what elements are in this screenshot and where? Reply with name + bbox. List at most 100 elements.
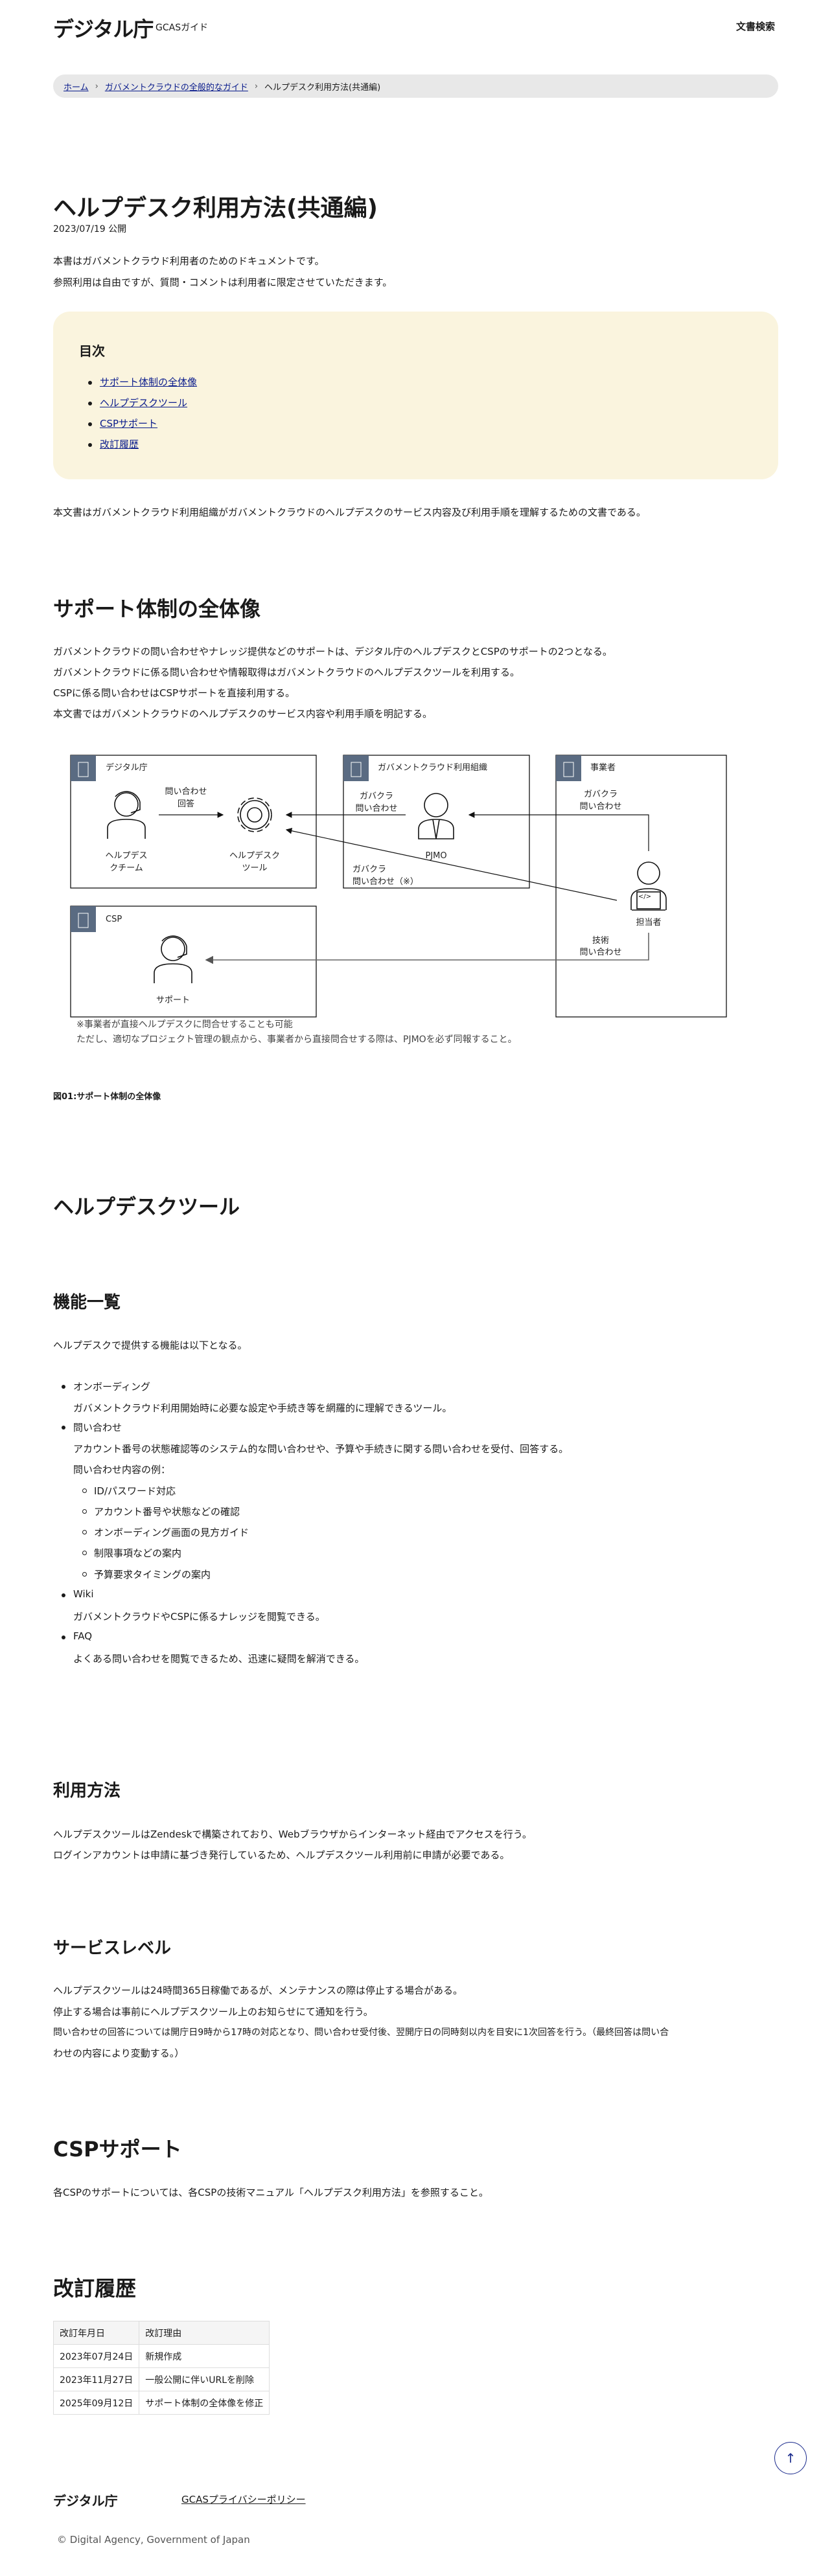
breadcrumb-home[interactable]: ホーム [64,82,89,93]
box-label-csp: CSP [106,915,122,924]
subheading-sla: サービスレベル [53,1939,172,1958]
svg-text:サポート: サポート [156,996,190,1005]
toc-link-csp[interactable]: CSPサポート [100,418,158,429]
svg-text:問い合わせ: 問い合わせ [579,802,621,812]
headset-person-icon [107,791,146,839]
building-icon [71,755,581,932]
example-item: ID/パスワード対応 [94,1485,176,1497]
support-para: ガバメントクラウドの問い合わせやナレッジ提供などのサポートは、デジタル庁のヘルプ… [53,646,612,657]
logo-subtitle: GCASガイド [156,23,209,33]
toc-title: 目次 [79,343,105,359]
table-row: 2025年09月12日サポート体制の全体像を修正 [52,2391,270,2415]
arrow-up-icon: ↑ [785,2450,796,2466]
toc-link-tool[interactable]: ヘルプデスクツール [100,397,188,409]
svg-text:ガバクラ: ガバクラ [584,790,618,799]
box-label-gc: ガバメントクラウド利用組織 [378,763,487,773]
svg-text:問い合わせ: 問い合わせ [579,948,621,957]
svg-text:問い合わせ（※）: 問い合わせ（※） [352,877,419,887]
svg-text:ツール: ツール [242,863,267,873]
box-label-vendor: 事業者 [590,762,616,773]
toc-link-history[interactable]: 改訂履歴 [100,439,139,450]
feature-desc: ガバメントクラウド利用開始時に必要な設定や手続き等を網羅的に理解できるツール。 [73,1402,452,1414]
breadcrumb-parent[interactable]: ガバメントクラウドの全般的なガイド [104,82,248,93]
gc-org-box [343,755,530,889]
svg-text:ヘルプデスク: ヘルプデスク [229,850,280,861]
sla-para: ヘルプデスクツールは24時間365日稼働であるが、メンテナンスの際は停止する場合… [53,1985,463,1996]
section-heading-tool: ヘルプデスクツール [53,1194,240,1219]
intro-line: 本書はガバメントクラウド利用者のためのドキュメントです。 [53,255,325,267]
publish-date: 2023/07/19 公開 [53,224,127,234]
feature-name: FAQ [73,1630,93,1642]
svg-text:</>: </> [638,893,651,900]
csp-text: 各CSPのサポートについては、各CSPの技術マニュアル「ヘルプデスク利用方法」を… [53,2187,489,2198]
purpose-text: 本文書はガバメントクラウド利用組織がガバメントクラウドのヘルプデスクのサービス内… [53,507,646,518]
sla-para: 停止する場合は事前にヘルプデスクツール上のお知らせにて通知を行う。 [53,2006,373,2018]
privacy-policy-link[interactable]: GCASプライバシーポリシー [181,2494,306,2505]
figure-caption: 図01:サポート体制の全体像 [53,1092,161,1102]
feature-name: Wiki [73,1588,94,1600]
feature-desc: よくある問い合わせを閲覧できるため、迅速に疑問を解消できる。 [73,1653,365,1665]
feature-desc: アカウント番号の状態確認等のシステム的な問い合わせや、予算や手続きに関する問い合… [73,1443,569,1455]
logo[interactable]: デジタル庁 [53,17,154,41]
arrow-vendor-to-pjmo [468,812,649,851]
gear-icon [237,797,272,832]
footer-logo[interactable]: デジタル庁 [53,2493,118,2509]
revision-history-table: 改訂年月日改訂理由 2023年07月24日新規作成 2023年11月27日一般公… [52,2321,270,2415]
section-heading-csp: CSPサポート [53,2137,182,2161]
chevron-right-icon: › [95,81,98,91]
svg-text:ガバクラ: ガバクラ [352,865,386,874]
diagram-note: ただし、適切なプロジェクト管理の観点から、事業者から直接問合せする際は、PJMO… [76,1034,517,1045]
features-intro: ヘルプデスクで提供する機能は以下となる。 [53,1339,248,1351]
usage-para: ヘルプデスクツールはZendeskで構築されており、Webブラウザからインターネ… [53,1829,532,1840]
svg-text:問い合わせ: 問い合わせ [165,787,207,797]
breadcrumb: ホーム › ガバメントクラウドの全般的なガイド › ヘルプデスク利用方法(共通編… [53,74,778,98]
csp-box [70,906,317,1018]
feature-name: オンボーディング [73,1381,150,1393]
sla-para: 問い合わせの回答については開庁日9時から17時の対応となり、問い合わせ受付後、翌… [53,2027,669,2038]
vendor-box [555,755,727,1018]
examples-label: 問い合わせ内容の例： [73,1464,171,1476]
csp-support-person-icon [154,935,192,983]
diagram-note: ※事業者が直接ヘルプデスクに問合せすることも可能 [76,1019,293,1030]
pjmo-person-icon [418,793,454,839]
box-label-da: デジタル庁 [106,762,148,773]
usage-para: ログインアカウントは申請に基づき発行しているため、ヘルプデスクツール利用前に申請… [53,1849,510,1861]
example-item: アカウント番号や状態などの確認 [94,1506,240,1518]
example-item: 予算要求タイミングの案内 [94,1569,211,1580]
section-heading-support: サポート体制の全体像 [53,597,261,621]
svg-text:PJMO: PJMO [425,851,446,861]
example-item: 制限事項などの案内 [94,1547,182,1559]
table-row: 2023年11月27日一般公開に伴いURLを削除 [52,2367,270,2391]
copyright: © Digital Agency, Government of Japan [57,2534,250,2546]
svg-text:ヘルプデス: ヘルプデス [105,850,147,861]
svg-text:技術: 技術 [592,936,609,946]
svg-text:ガバクラ: ガバクラ [360,792,393,801]
table-of-contents [53,312,778,479]
example-item: オンボーディング画面の見方ガイド [94,1527,249,1538]
subheading-features: 機能一覧 [53,1293,121,1312]
support-para: ガバメントクラウドに係る問い合わせや情報取得はガバメントクラウドのヘルプデスクツ… [53,667,520,678]
section-heading-history: 改訂履歴 [53,2276,137,2301]
intro-line: 参照利用は自由ですが、質問・コメントは利用者に限定させていただきます。 [53,277,393,288]
toc-link-support[interactable]: サポート体制の全体像 [100,376,198,388]
table-row: 2023年07月24日新規作成 [52,2344,270,2368]
feature-desc: ガバメントクラウドやCSPに係るナレッジを閲覧できる。 [73,1611,325,1623]
developer-person-icon [630,861,667,911]
svg-text:クチーム: クチーム [110,863,143,873]
svg-text:問い合わせ: 問い合わせ [355,804,397,814]
sla-para: わせの内容により変動する。） [53,2047,185,2059]
subheading-usage: 利用方法 [53,1781,121,1801]
digital-agency-box [70,755,317,889]
page-title: ヘルプデスク利用方法(共通編) [53,195,378,222]
svg-text:担当者: 担当者 [636,918,661,928]
arrow-vendor-to-tool [285,828,618,901]
support-structure-diagram: デジタル庁 ガバメントクラウド利用組織 事業者 CSP </> ヘルプデスクチー… [70,755,727,1045]
support-para: 本文書ではガバメントクラウドのヘルプデスクのサービス内容や利用手順を明記する。 [53,708,433,720]
support-para: CSPに係る問い合わせはCSPサポートを直接利用する。 [53,687,295,699]
back-to-top-button[interactable]: ↑ [774,2442,807,2474]
svg-text:回答: 回答 [178,799,194,809]
table-header-row: 改訂年月日改訂理由 [52,2321,270,2345]
arrow-tech-inquiry [205,933,649,964]
document-search-link[interactable]: 文書検索 [736,21,776,32]
feature-name: 問い合わせ [73,1422,122,1433]
